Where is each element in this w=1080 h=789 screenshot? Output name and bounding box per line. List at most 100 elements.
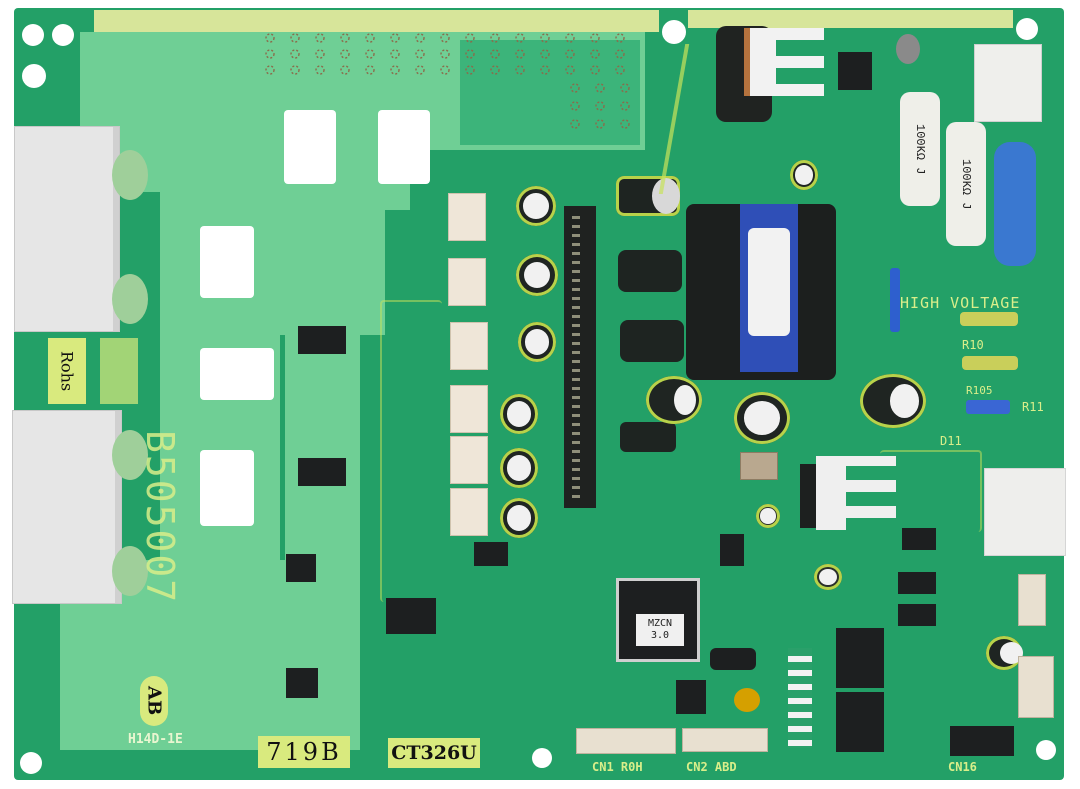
board-cutout [378, 110, 430, 184]
axial-resistor [960, 312, 1018, 326]
relay [448, 193, 486, 241]
ref-r10: R10 [962, 338, 984, 352]
high-voltage-warning: HIGH VOLTAGE [900, 294, 1021, 312]
power-connector [974, 44, 1042, 122]
electrolytic-capacitor [986, 636, 1024, 670]
mounting-hole [22, 24, 44, 46]
transformer-label [748, 228, 790, 336]
electrolytic-capacitor [500, 394, 538, 434]
connector-label: CN2 ABD [686, 760, 737, 774]
revision-mark: AB [140, 676, 168, 726]
relay [450, 322, 488, 370]
sop-ic [720, 534, 744, 566]
electrolytic-capacitor [734, 392, 790, 444]
electrolytic-capacitor [516, 186, 556, 226]
sop-ic [898, 572, 936, 594]
crystal-oscillator [710, 648, 756, 670]
electrolytic-capacitor [860, 374, 926, 428]
soic-chip [286, 668, 318, 698]
mounting-hole [1016, 18, 1038, 40]
side-connector[interactable] [1018, 574, 1046, 626]
ref-r11: R11 [1022, 400, 1044, 414]
connector-label: CN16 [948, 760, 977, 774]
small-capacitor [814, 564, 842, 590]
electrolytic-capacitor [790, 160, 818, 190]
board-cutout [200, 450, 254, 526]
side-connector[interactable] [1018, 656, 1054, 718]
x-capacitor [984, 468, 1066, 556]
capacitor-top [652, 178, 680, 214]
mounting-hole [662, 20, 686, 44]
dip-ic [838, 52, 872, 90]
blue-film-capacitor [890, 268, 900, 332]
via-grid [265, 33, 630, 129]
x-capacitor [12, 410, 122, 604]
electrolytic-capacitor [516, 254, 558, 296]
mounting-hole [20, 752, 42, 774]
cap-lead-bulge [112, 150, 148, 200]
cap-lead-bulge [112, 546, 148, 596]
relay [450, 436, 488, 484]
cap-lead-bulge [112, 274, 148, 324]
buzzer [734, 688, 760, 712]
wire-connector[interactable] [682, 728, 768, 752]
electrolytic-capacitor [646, 376, 702, 424]
relay [450, 488, 488, 536]
model-label: CT326U [388, 738, 480, 768]
power-resistor: 100KΩ J [900, 92, 940, 206]
silkscreen-code: H14D-1E [128, 732, 183, 747]
sop-ic [898, 604, 936, 626]
board-cutout [200, 348, 274, 400]
mounting-hole [1036, 740, 1056, 760]
relay [448, 258, 486, 306]
sop-ic [474, 542, 508, 566]
soic-chip [298, 458, 346, 486]
cap-lead-bulge [112, 430, 148, 480]
ref-r105: R105 [966, 384, 993, 397]
board-cutout [200, 226, 254, 298]
header-pins [572, 210, 580, 504]
electrolytic-capacitor [500, 498, 538, 538]
mounting-hole [22, 64, 46, 88]
lot-label: 719B [258, 736, 350, 768]
copper-pour [275, 195, 385, 335]
soic-chip [286, 554, 316, 582]
axial-resistor [962, 356, 1018, 370]
sop-ic [902, 528, 936, 550]
blue-resistor [966, 400, 1010, 414]
pin-pads [788, 648, 812, 748]
mcu-label: MZCN 3.0 [636, 614, 684, 646]
board-edge-strip [94, 10, 659, 32]
connector-label: CN1 R0H [592, 760, 643, 774]
relay [450, 385, 488, 433]
small-capacitor [896, 34, 920, 64]
heatsink [816, 456, 896, 530]
copper-pour [285, 330, 360, 730]
mounting-hole [52, 24, 74, 46]
mounting-hole [532, 748, 552, 768]
small-capacitor [756, 504, 780, 528]
small-connector [740, 452, 778, 480]
electrolytic-capacitor [518, 322, 556, 362]
ref-d11: D11 [940, 434, 962, 448]
electrolytic-capacitor-side [620, 422, 676, 452]
header-connector[interactable] [950, 726, 1014, 756]
rohs-label: Rohs [48, 338, 86, 404]
blue-capacitor [994, 142, 1036, 266]
electrolytic-capacitor [500, 448, 538, 488]
mcu-label-line1: MZCN [647, 618, 673, 629]
soic-chip [676, 680, 706, 714]
connector-pad-field [460, 40, 640, 145]
electrolytic-capacitor-side [620, 320, 684, 362]
pcb-trace [380, 300, 442, 602]
wire-connector[interactable] [576, 728, 676, 754]
dip-switch[interactable] [836, 628, 884, 688]
heatsink [744, 28, 824, 96]
power-resistor: 100KΩ J [946, 122, 986, 246]
pcb-trace [880, 450, 982, 532]
soic-chip [386, 598, 436, 634]
soic-chip [298, 326, 346, 354]
board-edge-strip-right [688, 10, 1013, 28]
board-cutout [284, 110, 336, 184]
dip-switch[interactable] [836, 692, 884, 752]
